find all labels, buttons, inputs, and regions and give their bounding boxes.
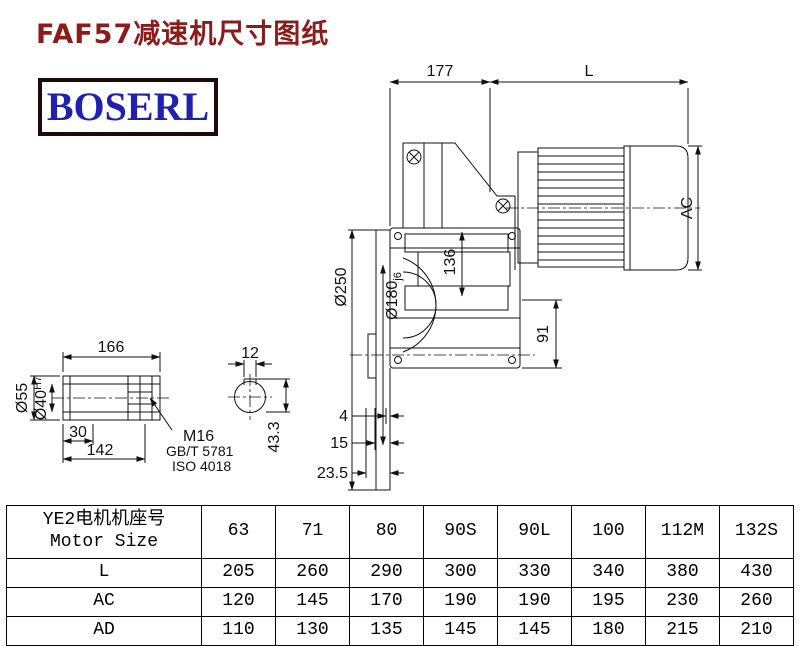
value-AD-71: 130: [275, 616, 350, 646]
value-L-63: 205: [201, 558, 276, 588]
dim-12: 12: [241, 345, 259, 362]
value-AC-90L: 190: [497, 587, 572, 617]
row-label-AD: AD: [6, 616, 202, 646]
dim-L: L: [585, 63, 594, 80]
dim-91: 91: [535, 325, 552, 343]
bolt-spec-callout: M16 GB/T 5781 ISO 4018: [149, 397, 234, 474]
dim-166: 166: [98, 339, 125, 356]
dimension-43.3: 43.3: [256, 378, 290, 453]
boserl-logo: BOSERL: [38, 78, 218, 136]
motor-size-header-en: Motor Size: [49, 532, 159, 552]
value-L-100: 340: [571, 558, 646, 588]
value-L-90S: 300: [423, 558, 498, 588]
dim-15: 15: [330, 435, 348, 452]
size-90S: 90S: [423, 505, 498, 559]
dim-177: 177: [427, 63, 454, 80]
dim-4: 4: [339, 408, 348, 425]
value-AD-63: 110: [201, 616, 276, 646]
bolt-standard-gb: GB/T 5781: [166, 443, 234, 459]
dimension-250: Ø250: [333, 229, 376, 491]
shaft-end-view: [228, 374, 272, 420]
row-label-L: L: [6, 558, 202, 588]
dimension-55-40: Ø55 Ø40H7: [14, 375, 60, 421]
value-AC-71: 145: [275, 587, 350, 617]
size-132S: 132S: [719, 505, 794, 559]
dimension-177-L: 177 L: [389, 63, 689, 226]
flange-bolt-icon: [406, 149, 422, 165]
dimension-table: YE2电机机座号 Motor Size 63 71 80 90S 90L 100…: [6, 505, 794, 646]
value-AC-132S: 260: [719, 587, 794, 617]
table-row-AC: AC 120 145 170 190 190 195 230 260: [6, 587, 794, 617]
value-AC-90S: 190: [423, 587, 498, 617]
size-112M: 112M: [645, 505, 720, 559]
dim-23.5: 23.5: [317, 465, 348, 482]
dim-diameter-55: Ø55: [14, 383, 31, 413]
size-71: 71: [275, 505, 350, 559]
table-row-L: L 205 260 290 300 330 340 380 430: [6, 558, 794, 588]
size-80: 80: [349, 505, 424, 559]
motor-size-header-cell: YE2电机机座号 Motor Size: [6, 505, 202, 559]
size-100: 100: [571, 505, 646, 559]
table-header-row: YE2电机机座号 Motor Size 63 71 80 90S 90L 100…: [6, 505, 794, 559]
dimension-12: 12: [228, 345, 272, 377]
value-AD-112M: 215: [645, 616, 720, 646]
value-AC-63: 120: [201, 587, 276, 617]
dim-AC: AC: [679, 197, 696, 219]
value-AC-80: 170: [349, 587, 424, 617]
dim-43.3: 43.3: [266, 421, 283, 452]
value-AD-132S: 210: [719, 616, 794, 646]
value-L-80: 290: [349, 558, 424, 588]
dim-136: 136: [442, 249, 459, 276]
dimension-136: 136: [442, 231, 465, 297]
dimension-4-15-23.5: 4 15 23.5: [317, 408, 404, 482]
motor: [506, 145, 700, 271]
value-AD-90L: 145: [497, 616, 572, 646]
bolt-thread-label: M16: [183, 428, 214, 445]
value-L-90L: 330: [497, 558, 572, 588]
dimension-91: 91: [522, 299, 562, 369]
bolt-standard-iso: ISO 4018: [172, 458, 231, 474]
dimension-166: 166: [62, 339, 161, 372]
hollow-shaft-detail: [52, 375, 172, 421]
value-AD-100: 180: [571, 616, 646, 646]
adapter-bolt-icon: [495, 198, 511, 214]
value-AD-90S: 145: [423, 616, 498, 646]
dimension-30-142: 30 142: [62, 424, 146, 463]
gearbox-upper-section: [402, 142, 516, 270]
row-label-AC: AC: [6, 587, 202, 617]
dim-diameter-250: Ø250: [333, 267, 350, 306]
size-90L: 90L: [497, 505, 572, 559]
value-L-112M: 380: [645, 558, 720, 588]
value-AC-112M: 230: [645, 587, 720, 617]
dimension-AC: AC: [679, 145, 702, 271]
technical-drawing: 177 L AC Ø250 Ø180j6 136: [14, 63, 702, 491]
dim-diameter-180: Ø180j6: [384, 272, 404, 320]
boserl-logo-text: BOSERL: [46, 84, 210, 129]
dim-30: 30: [69, 424, 87, 441]
value-AD-80: 135: [349, 616, 424, 646]
value-AC-100: 195: [571, 587, 646, 617]
value-L-71: 260: [275, 558, 350, 588]
size-63: 63: [201, 505, 276, 559]
dim-diameter-40: Ø40H7: [32, 376, 50, 420]
page-title: FAF57减速机尺寸图纸: [36, 19, 330, 50]
dim-142: 142: [87, 442, 114, 459]
motor-size-header-cn: YE2电机机座号: [42, 510, 166, 531]
value-L-132S: 430: [719, 558, 794, 588]
table-row-AD: AD 110 130 135 145 145 180 215 210: [6, 616, 794, 646]
